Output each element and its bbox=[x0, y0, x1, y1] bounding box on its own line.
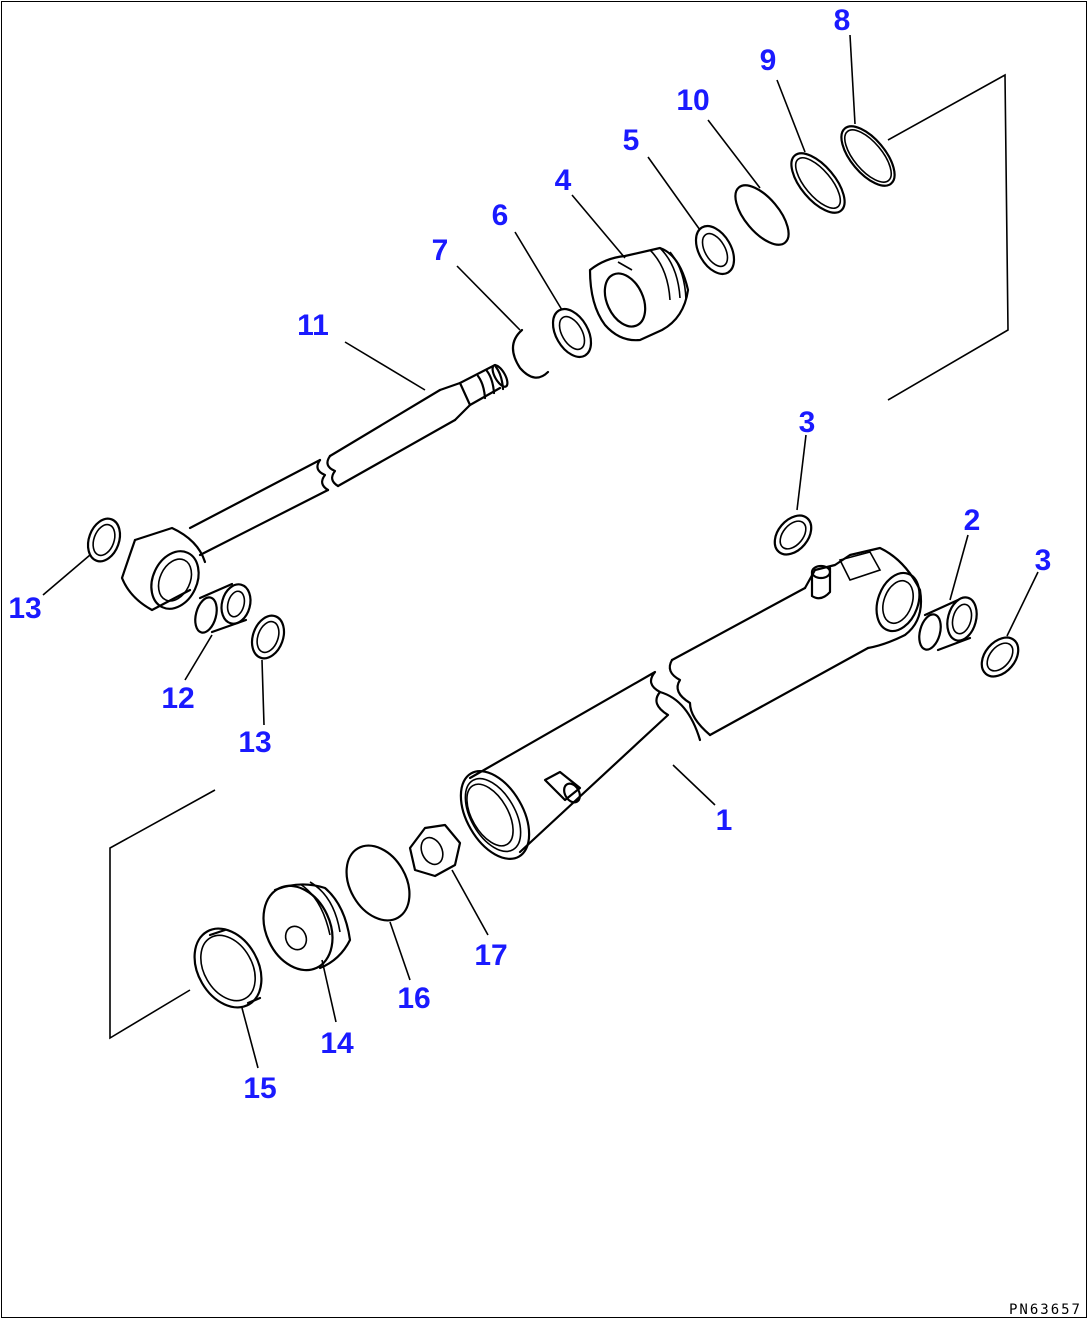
bottom-bushing bbox=[918, 596, 978, 652]
callout-9: 9 bbox=[760, 44, 777, 77]
callout-16: 16 bbox=[397, 982, 430, 1015]
callout-17: 17 bbox=[474, 939, 507, 972]
callout-13-lower: 13 bbox=[238, 726, 271, 759]
callout-2: 2 bbox=[964, 504, 981, 537]
callout-14: 14 bbox=[320, 1027, 354, 1060]
assembly-bracket-upper bbox=[887, 73, 1009, 401]
callout-15: 15 bbox=[243, 1072, 276, 1105]
backup-ring bbox=[790, 152, 846, 214]
piston-nut bbox=[408, 823, 462, 878]
leader-lines bbox=[42, 34, 1039, 1069]
callout-10: 10 bbox=[676, 84, 709, 117]
wear-ring bbox=[345, 844, 411, 922]
callout-11: 11 bbox=[297, 309, 329, 342]
callout-12: 12 bbox=[161, 682, 194, 715]
callout-5: 5 bbox=[623, 124, 640, 157]
cylinder-tube-assembly bbox=[109, 514, 1020, 1040]
piston-rod-assembly bbox=[86, 73, 1009, 660]
o-ring-outer bbox=[840, 125, 896, 187]
callout-4: 4 bbox=[555, 164, 572, 197]
callout-6: 6 bbox=[492, 199, 509, 232]
figure-code: PN63657 bbox=[1009, 1302, 1082, 1318]
callout-7: 7 bbox=[432, 234, 449, 267]
dust-seal-right-bottom bbox=[980, 636, 1020, 678]
snap-ring bbox=[511, 328, 550, 379]
piston bbox=[262, 881, 352, 972]
piston-rod bbox=[120, 363, 509, 612]
piston-ring bbox=[193, 927, 263, 1009]
callout-labels: 1 2 3 3 4 5 6 7 8 9 10 11 12 13 13 14 15… bbox=[8, 4, 1051, 1105]
assembly-bracket-lower bbox=[109, 789, 216, 1040]
callout-13-left: 13 bbox=[8, 592, 41, 625]
callout-3-right: 3 bbox=[1035, 544, 1052, 577]
callout-1: 1 bbox=[716, 804, 733, 837]
callout-8: 8 bbox=[834, 4, 851, 37]
dust-seal-upper-bottom bbox=[773, 514, 813, 556]
cylinder-head bbox=[588, 246, 690, 342]
cylinder-tube bbox=[459, 546, 923, 860]
callout-3-upper: 3 bbox=[799, 406, 816, 439]
dust-seal-left bbox=[86, 517, 122, 563]
rod-packing bbox=[694, 225, 736, 275]
dust-seal-lower bbox=[250, 614, 286, 660]
rod-bushing-small bbox=[551, 308, 593, 358]
rod-bushing bbox=[194, 582, 252, 634]
o-ring bbox=[734, 184, 790, 246]
